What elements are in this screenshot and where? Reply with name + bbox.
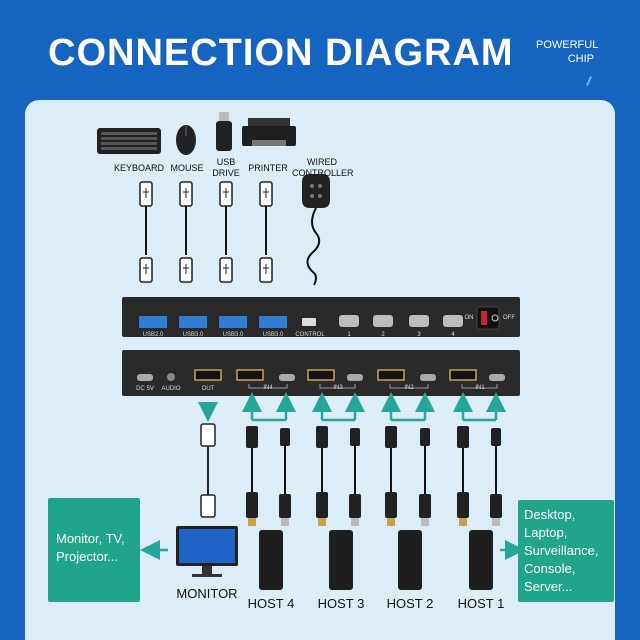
back-in3-label: IN3 xyxy=(333,385,343,391)
front-button-2: 2 xyxy=(381,332,385,338)
label-mouse: MOUSE xyxy=(170,163,204,173)
host-cables xyxy=(246,426,502,526)
monitor-icon xyxy=(176,526,238,577)
back-dc-label: DC 5V xyxy=(136,386,154,392)
usb-cables xyxy=(145,200,267,255)
output-devices-box: Monitor, TV, Projector... xyxy=(48,498,140,602)
label-printer: PRINTER xyxy=(248,163,288,173)
label-keyboard: KEYBOARD xyxy=(113,163,164,173)
usb-plugs xyxy=(139,181,273,283)
front-button-1: 1 xyxy=(347,332,351,338)
back-in4-label: IN4 xyxy=(263,385,273,391)
front-panel-device xyxy=(122,297,520,337)
front-button-4: 4 xyxy=(451,332,455,338)
front-port-usb2: USB2.0 xyxy=(142,332,164,338)
host-pcs xyxy=(259,530,493,590)
wired-controller-icon xyxy=(302,174,330,286)
front-port-usb3-a: USB3.0 xyxy=(182,332,204,338)
label-usb-drive: USB DRIVE xyxy=(212,157,240,178)
switch-off-label: OFF xyxy=(503,315,515,321)
badge-line-2: CHIP xyxy=(567,53,594,65)
mouse-icon xyxy=(176,125,196,155)
back-in1-label: IN1 xyxy=(475,385,485,391)
host-3-label: HOST 3 xyxy=(317,596,365,611)
usb-drive-icon xyxy=(216,112,232,151)
front-port-control: CONTROL xyxy=(295,332,325,338)
front-button-3: 3 xyxy=(417,332,421,338)
host-1-label: HOST 1 xyxy=(457,596,505,611)
host-4-label: HOST 4 xyxy=(247,596,295,611)
label-wired-controller: WIRED CONTROLLER xyxy=(292,157,354,178)
front-port-usb3-b: USB3.0 xyxy=(222,332,244,338)
printer-icon xyxy=(242,118,296,146)
page-title: CONNECTION DIAGRAM xyxy=(48,32,514,74)
back-in2-label: IN2 xyxy=(404,385,414,391)
header: CONNECTION DIAGRAM POWERFUL CHIP xyxy=(0,0,640,100)
back-audio-label: AUDIO xyxy=(161,386,181,392)
switch-on-label: ON xyxy=(464,315,474,321)
hdmi-cable-monitor xyxy=(200,423,216,518)
back-panel-device xyxy=(122,350,520,396)
back-out-label: OUT xyxy=(201,386,215,392)
source-devices-box: Desktop, Laptop, Surveillance, Console, … xyxy=(518,500,614,602)
connection-arrows xyxy=(140,392,525,560)
host-2-label: HOST 2 xyxy=(386,596,434,611)
keyboard-icon xyxy=(97,128,161,154)
monitor-label: MONITOR xyxy=(176,586,238,601)
badge-line-1: POWERFUL xyxy=(536,39,599,51)
powerful-chip-badge: POWERFUL CHIP xyxy=(536,38,599,66)
front-port-usb3-c: USB3.0 xyxy=(262,332,284,338)
